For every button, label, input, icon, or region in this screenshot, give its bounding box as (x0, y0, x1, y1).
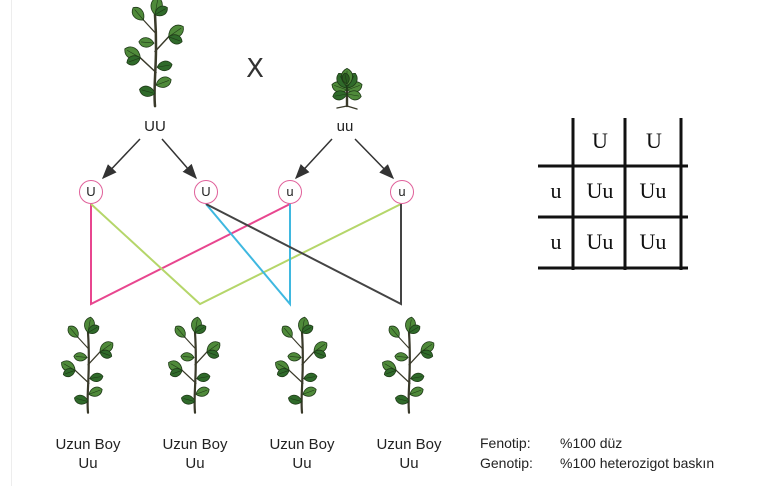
punnett-cell-1-1: Uu (586, 178, 614, 203)
gamete-allele-3: u (278, 180, 302, 204)
parent-right-genotype: uu (336, 118, 354, 135)
offspring-plant-icon-1 (61, 316, 114, 414)
offspring-label-4: Uzun Boy Uu (354, 435, 464, 473)
page-edge-rule (11, 0, 12, 486)
punnett-cell-2-1: Uu (586, 229, 614, 254)
gamete-allele-4: u (390, 180, 414, 204)
offspring-plant-icon-2 (168, 316, 221, 414)
offspring-label-2: Uzun Boy Uu (140, 435, 250, 473)
phenotype-label: Fenotip: (480, 435, 531, 451)
line-cyan (205, 203, 291, 307)
arrow-left-1 (101, 138, 141, 180)
offspring-genotype: Uu (78, 455, 98, 472)
line-pink (90, 203, 291, 306)
offspring-genotype: Uu (185, 455, 205, 472)
gamete-allele-2: U (194, 180, 218, 204)
genotype-line: Genotip: %100 heterozigot baskın (480, 453, 714, 473)
genotype-value: %100 heterozigot baskın (560, 455, 715, 471)
gamete-allele-1: U (79, 180, 103, 204)
parent-right-plant-icon (331, 67, 363, 110)
line-green (90, 203, 402, 306)
punnett-grid (538, 118, 688, 270)
parent-left-plant-icon (124, 0, 184, 108)
arrow-left-2 (161, 138, 197, 180)
punnett-col-header-2: U (646, 128, 662, 153)
arrow-right-2 (354, 138, 395, 180)
offspring-genotype: Uu (399, 455, 419, 472)
offspring-label-3: Uzun Boy Uu (247, 435, 357, 473)
parent-left-genotype: UU (144, 118, 166, 135)
offspring-label-1: Uzun Boy Uu (33, 435, 143, 473)
punnett-row-header-2: u (550, 229, 562, 254)
line-dark (205, 203, 402, 306)
offspring-phenotype: Uzun Boy (55, 436, 121, 453)
result-summary: Fenotip: %100 düz Genotip: %100 heterozigo… (480, 433, 714, 473)
punnett-col-header-1: U (592, 128, 608, 153)
offspring-genotype: Uu (292, 455, 312, 472)
cross-symbol: X (246, 54, 264, 84)
offspring-phenotype: Uzun Boy (269, 436, 335, 453)
phenotype-line: Fenotip: %100 düz (480, 433, 714, 453)
phenotype-value: %100 düz (560, 435, 623, 451)
genotype-label: Genotip: (480, 455, 533, 471)
offspring-plant-icon-3 (275, 316, 328, 414)
gamete-combination-lines (90, 203, 402, 307)
offspring-phenotype: Uzun Boy (376, 436, 442, 453)
offspring-phenotype: Uzun Boy (162, 436, 228, 453)
punnett-row-header-1: u (550, 178, 562, 203)
arrow-right-1 (294, 138, 333, 180)
punnett-cell-1-2: Uu (639, 178, 667, 203)
offspring-plant-icon-4 (382, 316, 435, 414)
punnett-cell-2-2: Uu (639, 229, 667, 254)
